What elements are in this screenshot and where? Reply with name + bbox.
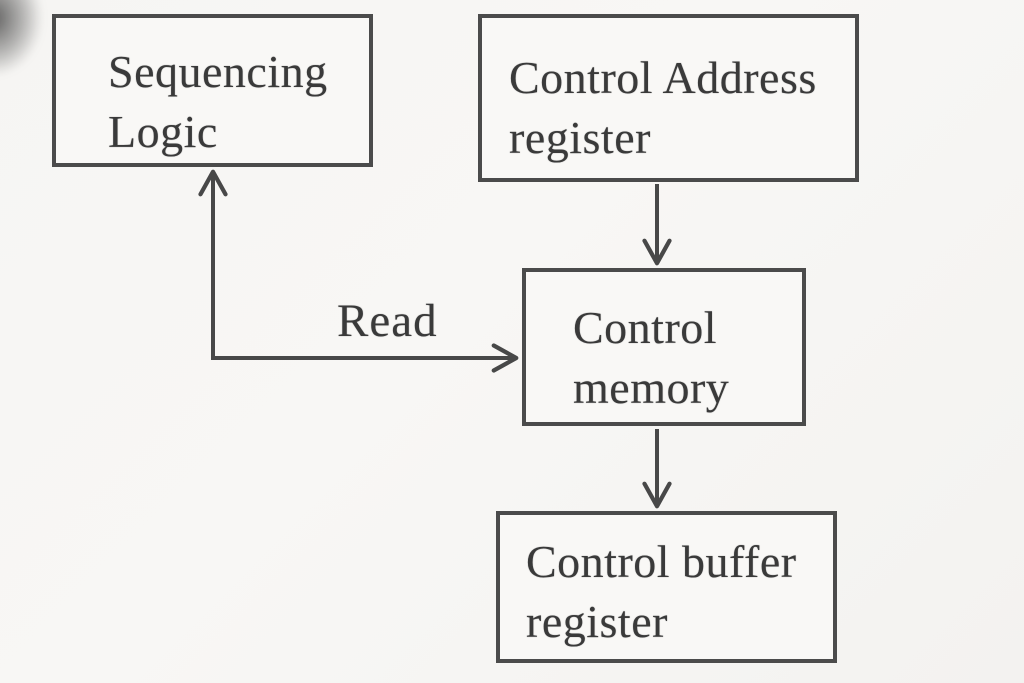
scan-smudge-artifact	[0, 0, 42, 75]
node-label-line: Logic	[108, 106, 218, 157]
arrow-read-elbow	[198, 169, 519, 373]
node-label-line: register	[526, 596, 668, 647]
node-label-line: memory	[573, 362, 730, 413]
node-sequencing-logic: Sequencing Logic	[52, 14, 373, 167]
edge-label-read: Read	[337, 295, 438, 347]
node-control-address-register: Control Address register	[478, 14, 859, 182]
node-label-line: Control buffer	[526, 536, 797, 587]
node-label-line: Sequencing	[108, 46, 328, 97]
node-control-memory: Control memory	[522, 268, 806, 426]
node-label-line: Control	[573, 302, 718, 353]
node-label-line: register	[509, 112, 651, 163]
node-label-line: Control Address	[509, 52, 817, 103]
node-control-buffer-register: Control buffer register	[496, 511, 837, 663]
